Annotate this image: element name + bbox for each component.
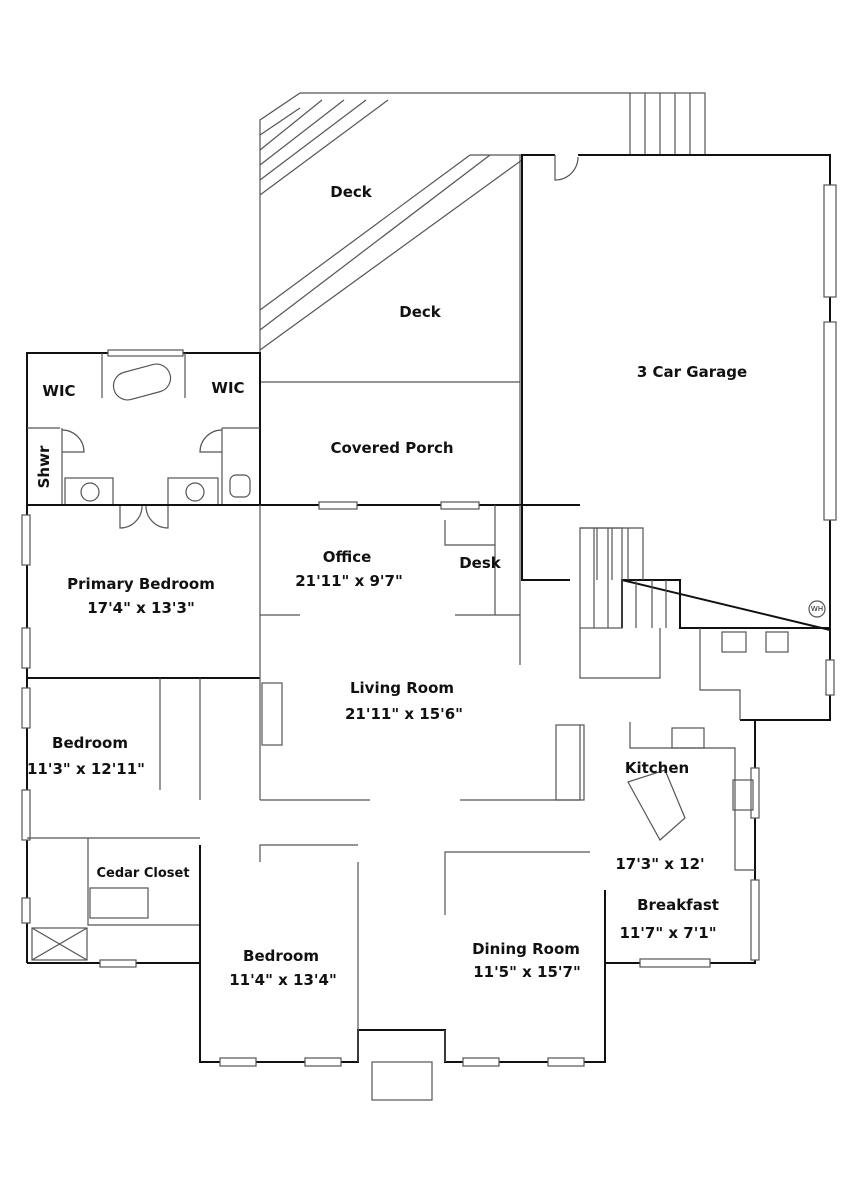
room-label-deck-upper: Deck xyxy=(330,183,372,201)
deck-stairs xyxy=(629,92,706,156)
room-size-primary-bedroom: 17'4" x 13'3" xyxy=(87,599,195,617)
deck-outline xyxy=(259,92,706,505)
water-heater-label: WH xyxy=(810,605,824,613)
room-label-desk: Desk xyxy=(459,554,501,572)
room-size-living-room: 21'11" x 15'6" xyxy=(345,705,463,723)
main-house-walls xyxy=(21,501,835,1101)
room-label-bedroom-left: Bedroom xyxy=(52,734,128,752)
room-label-primary-bedroom: Primary Bedroom xyxy=(67,575,215,593)
room-size-bedroom-left: 11'3" x 12'11" xyxy=(27,760,145,778)
room-size-dining-room: 11'5" x 15'7" xyxy=(473,963,581,981)
room-label-kitchen: Kitchen xyxy=(624,759,690,777)
room-size-bedroom-front: 11'4" x 13'4" xyxy=(229,971,337,989)
room-label-bedroom-front: Bedroom xyxy=(243,947,319,965)
room-label-office: Office xyxy=(322,548,372,566)
room-size-kitchen: 17'3" x 12' xyxy=(615,855,705,873)
room-label-wic-left: WIC xyxy=(42,382,76,400)
room-size-breakfast: 11'7" x 7'1" xyxy=(619,924,717,942)
room-label-living-room: Living Room xyxy=(349,679,455,697)
room-label-wic-right: WIC xyxy=(211,379,245,397)
room-label-garage: 3 Car Garage xyxy=(636,363,748,381)
room-label-dining-room: Dining Room xyxy=(472,940,580,958)
room-label-cedar-closet: Cedar Closet xyxy=(96,866,190,881)
room-label-covered-porch: Covered Porch xyxy=(330,439,454,457)
garage-walls xyxy=(521,154,837,721)
room-label-breakfast: Breakfast xyxy=(637,896,719,914)
room-label-deck-lower: Deck xyxy=(399,303,441,321)
room-label-shower: Shwr xyxy=(35,445,53,489)
room-size-office: 21'11" x 9'7" xyxy=(295,572,403,590)
